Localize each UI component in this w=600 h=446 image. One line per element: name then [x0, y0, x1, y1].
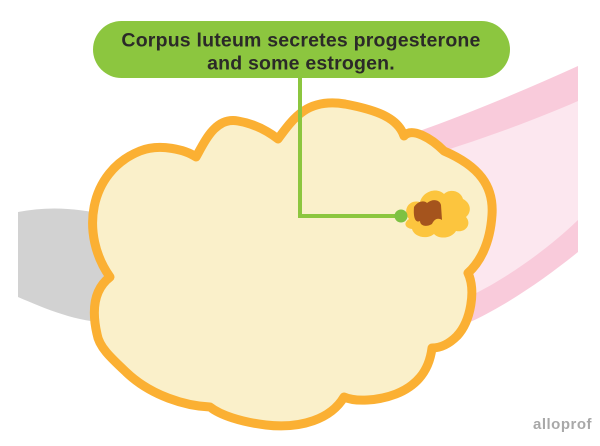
callout-text-line1: Corpus luteum secretes progesterone — [121, 30, 480, 52]
connector-line — [298, 74, 396, 218]
callout-bubble-bg — [93, 21, 510, 78]
ovary-shape — [88, 98, 497, 431]
watermark: alloprof — [533, 416, 593, 433]
connector-dot — [394, 209, 408, 223]
callout-bubble: Corpus luteum secretes progesterone and … — [93, 21, 510, 78]
callout-connector — [298, 74, 408, 223]
corpus-luteum — [405, 190, 470, 238]
callout-text-line2: and some estrogen. — [207, 53, 395, 75]
corpus-luteum-core — [413, 200, 442, 226]
